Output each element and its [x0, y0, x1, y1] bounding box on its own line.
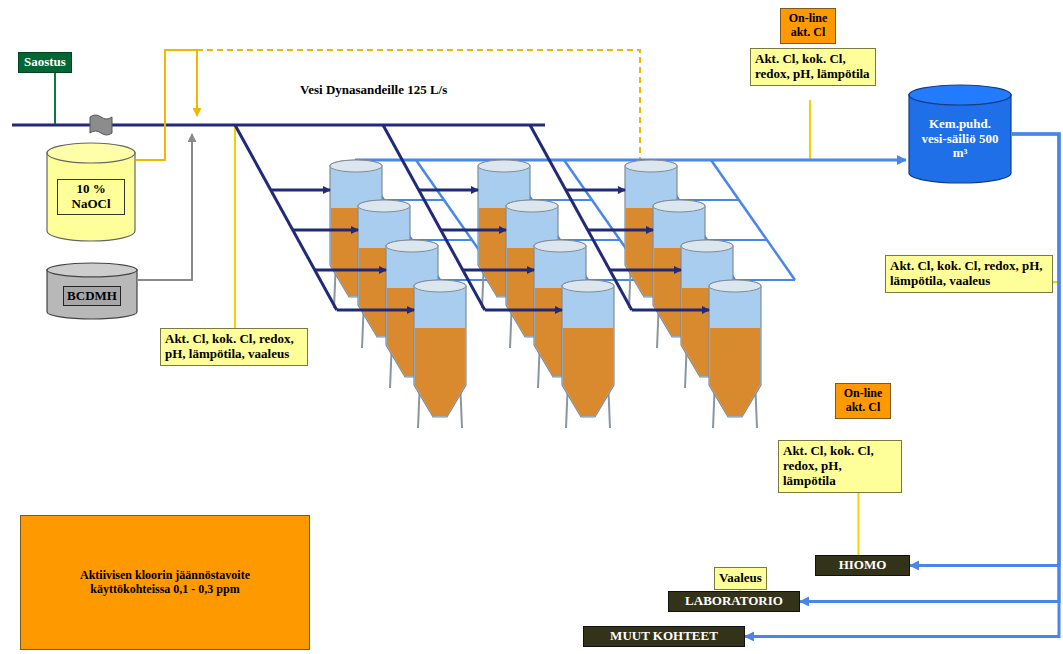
chemical-box: Saostus — [18, 52, 72, 73]
sand-filter — [562, 280, 614, 428]
feed-arrow — [610, 269, 681, 272]
dosing-line — [138, 134, 192, 280]
filter-body — [709, 280, 761, 417]
feed-pipe — [530, 125, 632, 310]
destination-box: LABORATORIO — [668, 591, 800, 612]
node-text: Akt. Cl, kok. Cl, redox, pH, lämpötila, … — [165, 332, 303, 362]
filter-top — [506, 200, 558, 212]
feed-arrow — [463, 269, 534, 272]
filter-body — [562, 280, 614, 417]
connector — [800, 134, 1059, 601]
feed-arrow — [337, 309, 414, 312]
filter-top — [414, 280, 466, 292]
measurement-box: Akt. Cl, kok. Cl, redox, pH, lämpötila — [750, 48, 876, 86]
filter-sand — [563, 328, 613, 416]
filter-top — [478, 160, 530, 172]
pipe-symbol — [90, 115, 112, 135]
chemical-tank: 10 % NaOCl — [46, 142, 136, 242]
filter-top — [330, 160, 382, 172]
filter-top — [358, 200, 410, 212]
node-text: BCDMH — [63, 286, 121, 307]
filter-sand — [710, 328, 760, 416]
filter-top — [534, 240, 586, 252]
cylinder-top — [47, 143, 135, 163]
feed-arrow — [293, 229, 358, 232]
feed-pipe — [383, 125, 485, 310]
feed-arrow — [566, 189, 625, 192]
connector — [910, 134, 1059, 565]
filter-body — [414, 280, 466, 417]
feed-arrow — [271, 189, 330, 192]
filter-top — [625, 160, 677, 172]
feed-arrow — [485, 309, 562, 312]
node-text: MUUT KOHTEET — [588, 629, 740, 644]
connector — [858, 493, 860, 555]
node-text: Vaaleus — [719, 571, 762, 586]
node-text: Saostus — [24, 55, 66, 70]
measurement-box: Akt. Cl, kok. Cl, redox, pH, lämpötila, … — [885, 255, 1053, 293]
node-text: 10 % NaOCl — [57, 179, 125, 215]
filtrate-pipe — [355, 159, 906, 162]
node-text: Aktiivisen kloorin jäännöstavoite käyttö… — [78, 569, 253, 597]
online-box: On-line akt. Cl — [780, 8, 836, 44]
connector — [745, 134, 1059, 636]
flow-label: Vesi Dynasandeille 125 L/s — [300, 82, 447, 98]
cylinder-top — [909, 85, 1011, 105]
destination-box: MUUT KOHTEET — [583, 626, 745, 647]
feed-arrow — [419, 189, 478, 192]
chemical-tank: BCDMH — [46, 262, 138, 320]
filter-top — [386, 240, 438, 252]
feed-arrow — [441, 229, 506, 232]
filter-top — [681, 240, 733, 252]
node-text: Akt. Cl, kok. Cl, redox, pH, lämpötila, … — [890, 259, 1048, 289]
feed-arrow — [588, 229, 653, 232]
feed-arrow — [632, 309, 709, 312]
filter-top — [562, 280, 614, 292]
feed-arrow — [315, 269, 386, 272]
node-text: Akt. Cl, kok. Cl, redox, pH, lämpötila — [783, 444, 897, 489]
note-box: Aktiivisen kloorin jäännöstavoite käyttö… — [20, 515, 310, 650]
storage-tank: Kem.puhd. vesi-säiliö 500 m³ — [908, 84, 1012, 184]
cylinder-top — [47, 263, 137, 277]
node-text: On-line akt. Cl — [784, 12, 832, 40]
cylinder-body — [909, 94, 1011, 183]
node-text: On-line akt. Cl — [839, 387, 887, 415]
node-text: LABORATORIO — [673, 594, 795, 609]
filter-top — [653, 200, 705, 212]
destination-box: HIOMO — [815, 555, 910, 576]
sand-filter — [709, 280, 761, 428]
dosing-line — [54, 72, 56, 124]
filter-sand — [415, 328, 465, 416]
cylinder-body — [47, 152, 135, 241]
node-text: HIOMO — [820, 558, 905, 573]
measurement-box: Akt. Cl, kok. Cl, redox, pH, lämpötila, … — [160, 328, 308, 366]
measurement-box: Akt. Cl, kok. Cl, redox, pH, lämpötila — [778, 440, 902, 493]
online-box: On-line akt. Cl — [835, 383, 891, 419]
sampling-line — [809, 100, 811, 160]
node-text: Akt. Cl, kok. Cl, redox, pH, lämpötila — [755, 52, 871, 82]
feed-pipe — [235, 125, 337, 310]
measurement-box: Vaaleus — [714, 567, 767, 590]
sand-filter — [414, 280, 466, 428]
dosing-line — [136, 50, 197, 160]
sampling-line — [234, 126, 236, 345]
node-text: Kem.puhd. vesi-säiliö 500 m³ — [920, 117, 1000, 162]
filter-top — [709, 280, 761, 292]
